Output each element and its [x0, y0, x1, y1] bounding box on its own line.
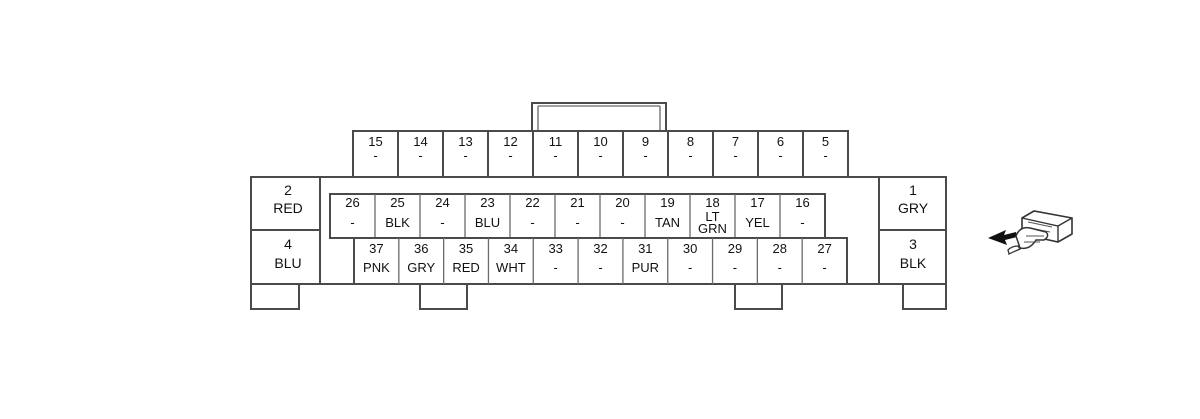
pin-9-color: - — [643, 148, 647, 163]
pin-34-number: 34 — [504, 241, 518, 256]
pin-cell-6 — [757, 130, 804, 178]
pin-22-color: - — [530, 215, 534, 230]
pin-4-color: BLU — [274, 255, 301, 271]
pin-24-color: - — [440, 215, 444, 230]
pin-18-number: 18 — [705, 195, 719, 210]
pin-31-number: 31 — [638, 241, 652, 256]
pin-20-color: - — [620, 215, 624, 230]
pin-15-number: 15 — [368, 134, 382, 149]
connector-feet — [250, 283, 947, 310]
pin-32-number: 32 — [593, 241, 607, 256]
pin-19-color: TAN — [655, 215, 680, 230]
pin-7-number: 7 — [732, 134, 739, 149]
pin-33-color: - — [554, 260, 558, 275]
pin-6-color: - — [778, 148, 782, 163]
pin-cell-7 — [712, 130, 759, 178]
pin-10-color: - — [598, 148, 602, 163]
pin-35-number: 35 — [459, 241, 473, 256]
pin-cell-13 — [442, 130, 489, 178]
pin-36-color: GRY — [407, 260, 435, 275]
pin-29-number: 29 — [728, 241, 742, 256]
pin-24-number: 24 — [435, 195, 449, 210]
pin-8-color: - — [688, 148, 692, 163]
pin-16-color: - — [800, 215, 804, 230]
pin-29-color: - — [733, 260, 737, 275]
pin-9-number: 9 — [642, 134, 649, 149]
pin-23-color: BLU — [475, 215, 500, 230]
pin-30-number: 30 — [683, 241, 697, 256]
pin-37-number: 37 — [369, 241, 383, 256]
pin-6-number: 6 — [777, 134, 784, 149]
pin-14-number: 14 — [413, 134, 427, 149]
pin-27-color: - — [822, 260, 826, 275]
pin-15-color: - — [373, 148, 377, 163]
arrow-into-connector-icon — [988, 210, 1073, 255]
pin-17-number: 17 — [750, 195, 764, 210]
pin-30-color: - — [688, 260, 692, 275]
pin-cell-15 — [352, 130, 399, 178]
pin-31-color: PUR — [632, 260, 659, 275]
right-side-block: 1 GRY 3 BLK — [878, 176, 947, 285]
pin-cell-10 — [577, 130, 624, 178]
pin-12-color: - — [508, 148, 512, 163]
pin-cell-5 — [802, 130, 849, 178]
pin-2-number: 2 — [284, 182, 292, 198]
pin-35-color: RED — [452, 260, 479, 275]
pin-25-number: 25 — [390, 195, 404, 210]
lower-cavity — [353, 237, 848, 285]
left-side-block: 2 RED 4 BLU — [250, 176, 321, 285]
top-pin-row: 15-14-13-12-11-10-9-8-7-6-5- — [352, 130, 849, 178]
pin-13-color: - — [463, 148, 467, 163]
pin-12-number: 12 — [503, 134, 517, 149]
pin-11-color: - — [553, 148, 557, 163]
pin-16-number: 16 — [795, 195, 809, 210]
pin-36-number: 36 — [414, 241, 428, 256]
pin-14-color: - — [418, 148, 422, 163]
pin-cell-12 — [487, 130, 534, 178]
pin-13-number: 13 — [458, 134, 472, 149]
pin-33-number: 33 — [548, 241, 562, 256]
pin-27-number: 27 — [817, 241, 831, 256]
pin-26-number: 26 — [345, 195, 359, 210]
pin-3-color: BLK — [900, 255, 927, 271]
pin-7-color: - — [733, 148, 737, 163]
pin-cell-8 — [667, 130, 714, 178]
pin-25-color: BLK — [385, 215, 410, 230]
pin-37-color: PNK — [363, 260, 390, 275]
pin-21-color: - — [575, 215, 579, 230]
pin-26-color: - — [350, 215, 354, 230]
pin-28-color: - — [778, 260, 782, 275]
connector-latch — [531, 102, 667, 132]
pin-8-number: 8 — [687, 134, 694, 149]
pin-1-color: GRY — [898, 200, 929, 216]
pin-2-color: RED — [273, 200, 303, 216]
pin-34-color: WHT — [496, 260, 526, 275]
pin-21-number: 21 — [570, 195, 584, 210]
pin-22-number: 22 — [525, 195, 539, 210]
pin-3-number: 3 — [909, 236, 917, 252]
pin-11-number: 11 — [549, 134, 563, 149]
pin-23-number: 23 — [480, 195, 494, 210]
pin-4-number: 4 — [284, 236, 292, 252]
pin-19-number: 19 — [660, 195, 674, 210]
pin-20-number: 20 — [615, 195, 629, 210]
pin-1-number: 1 — [909, 182, 917, 198]
pin-17-color: YEL — [745, 215, 770, 230]
pin-cell-11 — [532, 130, 579, 178]
pin-5-color: - — [823, 148, 827, 163]
pin-32-color: - — [598, 260, 602, 275]
pin-cell-9 — [622, 130, 669, 178]
pin-28-number: 28 — [773, 241, 787, 256]
pin-10-number: 10 — [593, 134, 607, 149]
pin-18-color: LT — [705, 209, 719, 224]
pin-18-color: GRN — [698, 221, 727, 236]
pin-5-number: 5 — [822, 134, 829, 149]
